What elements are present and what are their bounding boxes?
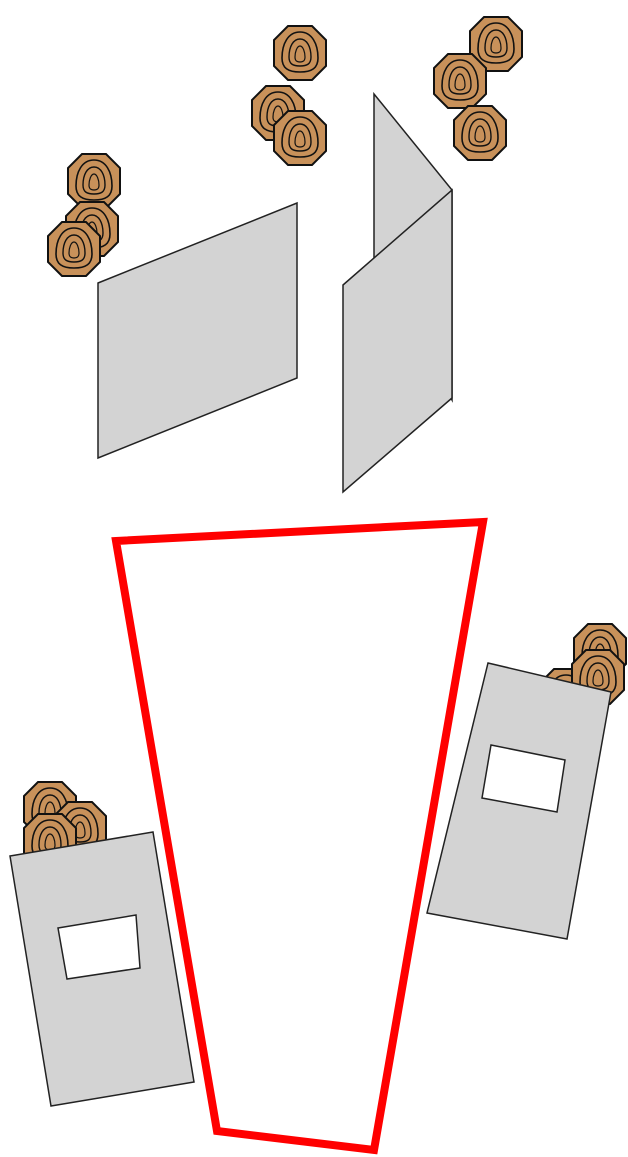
barricade-bottom-left (9, 831, 195, 1107)
cardboard-target-icon (273, 25, 327, 81)
cardboard-target-icon (453, 105, 507, 161)
target-group-top-right (433, 16, 523, 161)
cardboard-target-icon (47, 221, 101, 277)
cardboard-target-icon (273, 110, 327, 166)
cardboard-target-icon (433, 53, 487, 109)
barricade-right (426, 662, 612, 940)
target-group-left (47, 153, 121, 277)
wall-left-panel (97, 201, 298, 460)
shooting-box (111, 517, 488, 1155)
cardboard-target-icon (67, 153, 121, 209)
wall-angled-lower (342, 188, 453, 494)
target-group-top-center (251, 25, 327, 166)
port-opening (57, 914, 141, 980)
port-opening (481, 744, 566, 813)
